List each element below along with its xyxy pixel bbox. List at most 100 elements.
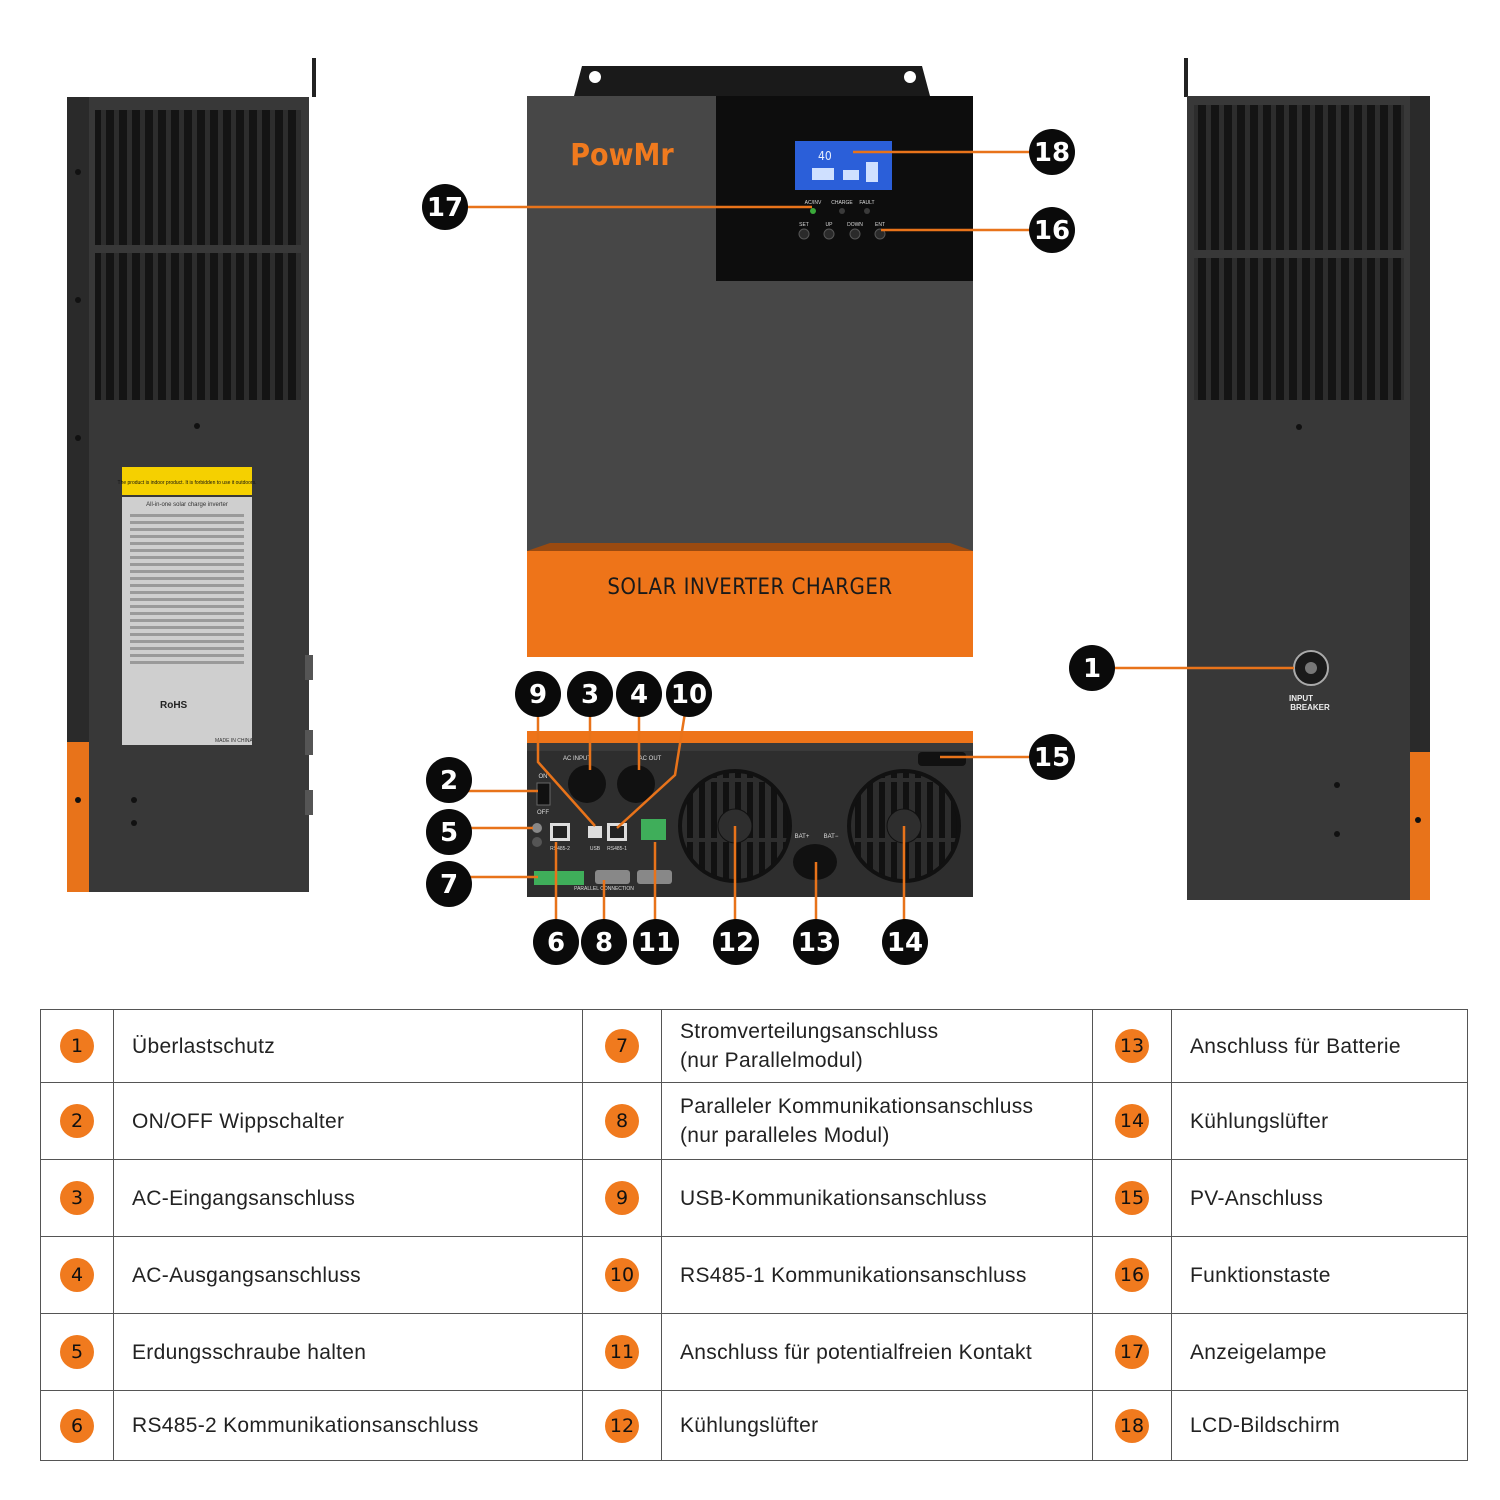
- legend-number-badge: 15: [1115, 1181, 1149, 1215]
- callouts: 1 2 3 4 5 6 7 8 9 10 11 12 13 14 15 16 1…: [422, 129, 1115, 965]
- lcd-reading: 40: [818, 149, 832, 163]
- port-usb-label: USB: [590, 846, 601, 852]
- callout-9: 9: [515, 671, 561, 717]
- legend-number-cell: 18: [1092, 1390, 1172, 1461]
- side-sticker-rohs: RoHS: [160, 700, 188, 711]
- port-rs485-1-label: RS485-1: [607, 846, 627, 852]
- port-ac-out-label: AC OUT: [639, 756, 662, 762]
- side-sticker-title: All-in-one solar charge inverter: [146, 502, 228, 508]
- legend-number-badge: 9: [605, 1181, 639, 1215]
- legend-number-badge: 10: [605, 1258, 639, 1292]
- callout-3: 3: [567, 671, 613, 717]
- legend-label: Funktionstaste: [1171, 1236, 1468, 1314]
- callout-6: 6: [533, 919, 579, 965]
- side-sticker-warning: The product is indoor product. It is for…: [118, 480, 257, 486]
- legend-label: PV-Anschluss: [1171, 1159, 1468, 1237]
- breaker-label-2: BREAKER: [1290, 703, 1330, 712]
- legend-label: Anzeigelampe: [1171, 1313, 1468, 1391]
- legend-number-badge: 12: [605, 1408, 639, 1443]
- callout-1: 1: [1069, 645, 1115, 691]
- legend-number-badge: 5: [60, 1335, 94, 1369]
- callout-11: 11: [633, 919, 679, 965]
- legend-number-badge: 14: [1115, 1104, 1149, 1138]
- legend-label: Stromverteilungsanschluss (nur Parallelm…: [661, 1009, 1093, 1083]
- legend-number-badge: 1: [60, 1029, 94, 1063]
- svg-text:16: 16: [1034, 216, 1070, 246]
- legend-number-badge: 13: [1115, 1029, 1149, 1063]
- left-side-view: The product is indoor product. It is for…: [67, 58, 316, 892]
- callout-4: 4: [616, 671, 662, 717]
- legend-number-cell: 3: [40, 1159, 114, 1237]
- legend-label: RS485-2 Kommunikationsanschluss: [113, 1390, 583, 1461]
- legend-number-cell: 11: [582, 1313, 662, 1391]
- legend-number-cell: 6: [40, 1390, 114, 1461]
- legend-number-badge: 8: [605, 1104, 639, 1138]
- legend-number-cell: 15: [1092, 1159, 1172, 1237]
- legend-label: AC-Eingangsanschluss: [113, 1159, 583, 1237]
- legend-label: ON/OFF Wippschalter: [113, 1082, 583, 1160]
- breaker-label-1: INPUT: [1289, 694, 1313, 703]
- brand-logo: PowMr: [570, 138, 674, 173]
- function-buttons: SET UP DOWN ENT: [798, 222, 886, 240]
- callout-8: 8: [581, 919, 627, 965]
- svg-text:2: 2: [440, 766, 458, 796]
- leader-lines: [445, 150, 1294, 942]
- callout-10: 10: [666, 671, 712, 717]
- legend-number-badge: 3: [60, 1181, 94, 1215]
- svg-text:13: 13: [798, 928, 834, 958]
- side-sticker-made-in: MADE IN CHINA: [215, 738, 253, 744]
- indicator-charge: CHARGE: [831, 200, 853, 206]
- svg-text:8: 8: [595, 928, 613, 958]
- legend-label: Kühlungslüfter: [661, 1390, 1093, 1461]
- front-view: PowMr 40 AC/INV CHARGE FAULT SET UP DOWN…: [527, 66, 973, 657]
- svg-text:10: 10: [671, 680, 707, 710]
- legend-number-badge: 2: [60, 1104, 94, 1138]
- legend-label: Überlastschutz: [113, 1009, 583, 1083]
- legend-number-cell: 1: [40, 1009, 114, 1083]
- indicator-fault: FAULT: [859, 200, 874, 206]
- legend-number-badge: 18: [1115, 1408, 1149, 1443]
- legend-number-badge: 11: [605, 1335, 639, 1369]
- svg-text:7: 7: [440, 870, 458, 900]
- legend-number-cell: 4: [40, 1236, 114, 1314]
- switch-off-label: OFF: [537, 810, 549, 816]
- button-ent-label: ENT: [875, 222, 885, 228]
- legend-label: AC-Ausgangsanschluss: [113, 1236, 583, 1314]
- port-rs485-2-label: RS485-2: [550, 846, 570, 852]
- bat-plus-label: BAT+: [795, 834, 810, 840]
- legend-label: RS485-1 Kommunikationsanschluss: [661, 1236, 1093, 1314]
- callout-5: 5: [426, 809, 472, 855]
- legend-number-cell: 12: [582, 1390, 662, 1461]
- callout-18: 18: [1029, 129, 1075, 175]
- svg-text:4: 4: [630, 680, 648, 710]
- front-label: SOLAR INVERTER CHARGER: [607, 575, 892, 600]
- bat-minus-label: BAT−: [824, 834, 839, 840]
- button-set-label: SET: [799, 222, 809, 228]
- callout-16: 16: [1029, 207, 1075, 253]
- port-ac-in-label: AC INPUT: [563, 756, 591, 762]
- svg-text:14: 14: [887, 928, 923, 958]
- svg-text:9: 9: [529, 680, 547, 710]
- callout-2: 2: [426, 757, 472, 803]
- legend-number-badge: 7: [605, 1029, 639, 1063]
- svg-text:6: 6: [547, 928, 565, 958]
- legend-number-badge: 4: [60, 1258, 94, 1292]
- callout-12: 12: [713, 919, 759, 965]
- svg-text:11: 11: [638, 928, 674, 958]
- legend-label: Erdungsschraube halten: [113, 1313, 583, 1391]
- callout-15: 15: [1029, 734, 1075, 780]
- legend-number-cell: 2: [40, 1082, 114, 1160]
- legend-table: 1 Überlastschutz 7 Stromverteilungsanschlus…: [40, 1009, 1468, 1461]
- legend-number-cell: 16: [1092, 1236, 1172, 1314]
- legend-number-cell: 5: [40, 1313, 114, 1391]
- button-up-label: UP: [826, 222, 834, 228]
- right-side-view: INPUT BREAKER: [1184, 58, 1430, 900]
- legend-row: 1 Überlastschutz 7 Stromverteilungsanschlus…: [40, 1009, 1468, 1083]
- legend-number-cell: 10: [582, 1236, 662, 1314]
- svg-text:17: 17: [427, 193, 463, 223]
- indicator-leds: AC/INV CHARGE FAULT: [805, 200, 875, 214]
